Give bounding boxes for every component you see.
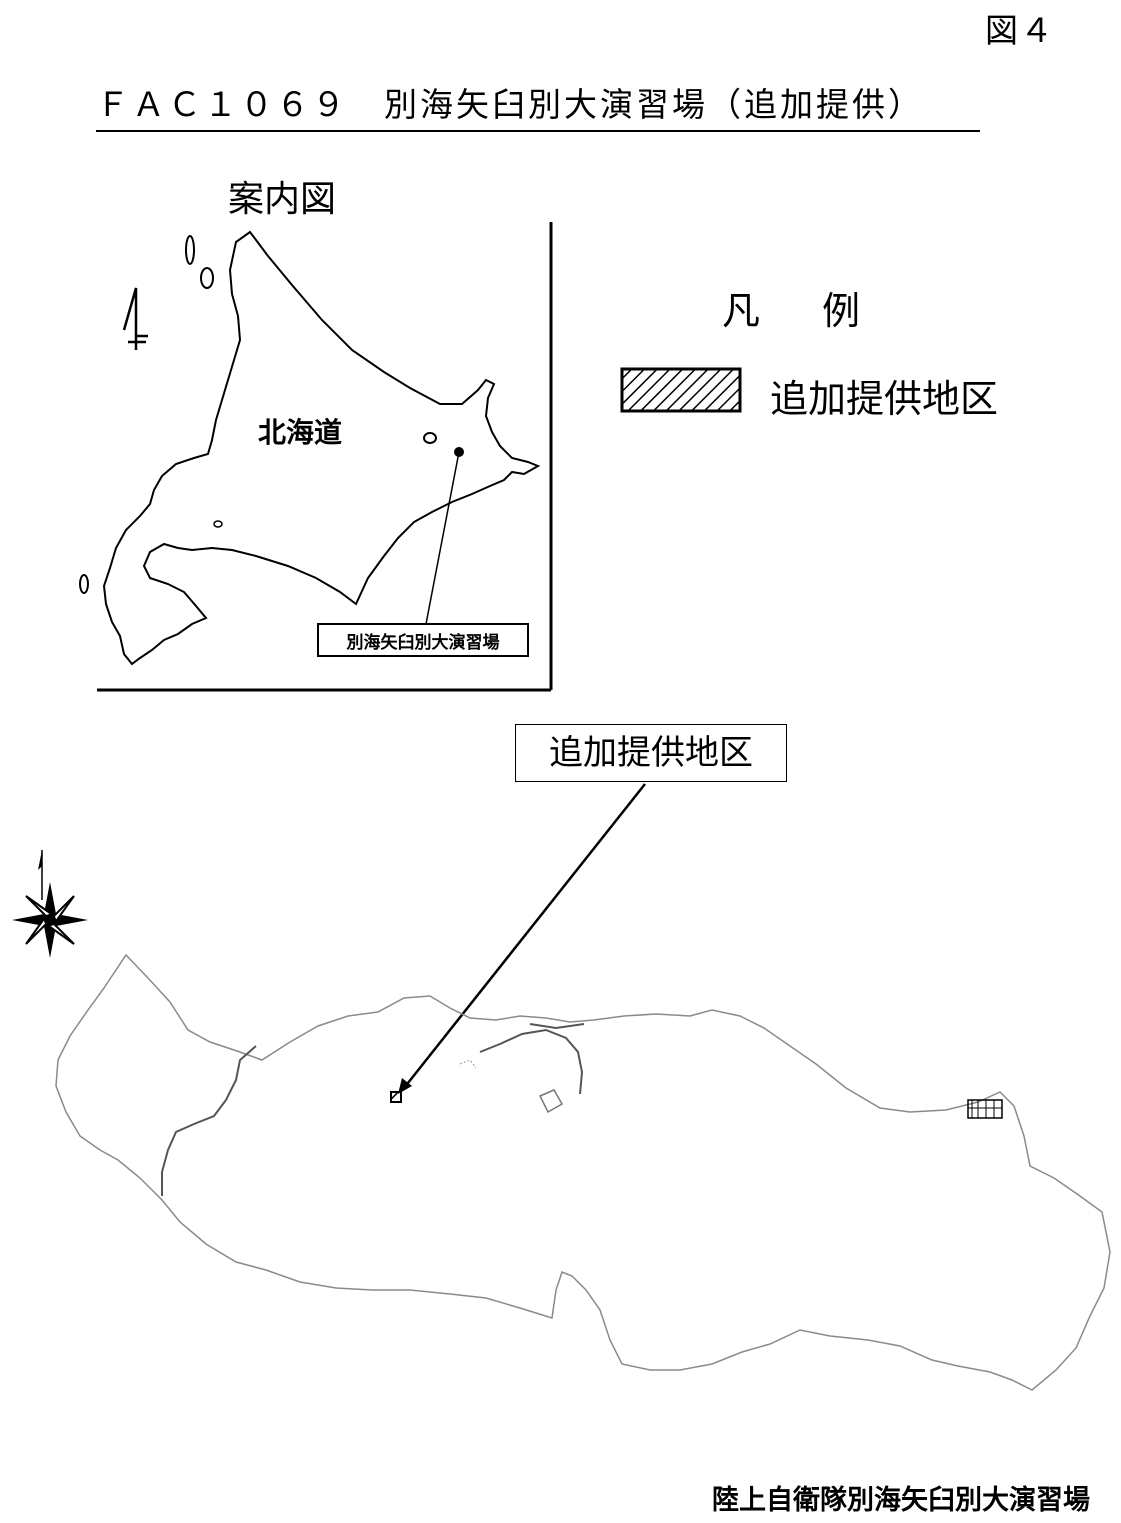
legend-title: 凡例 bbox=[722, 289, 923, 333]
callout-label: 追加提供地区 bbox=[515, 724, 787, 782]
road bbox=[161, 1045, 257, 1196]
inset-map-title: 案内図 bbox=[228, 179, 337, 220]
figure-number: 図４ bbox=[985, 11, 1055, 50]
training-area-boundary bbox=[55, 953, 1111, 1391]
road bbox=[529, 1023, 585, 1030]
compass-rose-icon bbox=[12, 850, 88, 958]
north-arrow-icon bbox=[122, 287, 148, 350]
facility-outline bbox=[538, 1089, 564, 1114]
rebun-island bbox=[200, 267, 214, 289]
road bbox=[479, 1028, 584, 1095]
okushiri-island bbox=[79, 574, 89, 594]
trail bbox=[459, 1059, 477, 1069]
camp-facility bbox=[967, 1099, 1003, 1119]
site-label-box bbox=[317, 623, 529, 657]
site-label: 別海矢臼別大演習場 bbox=[346, 632, 500, 653]
site-pointer-line bbox=[425, 451, 460, 625]
legend-swatch-hatched bbox=[620, 367, 742, 413]
hokkaido-outline bbox=[102, 230, 541, 666]
additional-provision-area bbox=[390, 1091, 402, 1103]
callout-arrow-line bbox=[403, 783, 646, 1089]
footer-caption: 陸上自衛隊別海矢臼別大演習場 bbox=[712, 1485, 1090, 1516]
region-label: 北海道 bbox=[258, 416, 342, 449]
rishiri-island bbox=[185, 235, 195, 265]
lake-marker bbox=[423, 432, 437, 444]
callout-arrowhead bbox=[398, 1078, 412, 1094]
page-title: ＦＡＣ１０６９ 別海矢臼別大演習場（追加提供） bbox=[96, 78, 980, 132]
legend-item-label: 追加提供地区 bbox=[770, 377, 999, 421]
lake-marker bbox=[213, 520, 223, 528]
